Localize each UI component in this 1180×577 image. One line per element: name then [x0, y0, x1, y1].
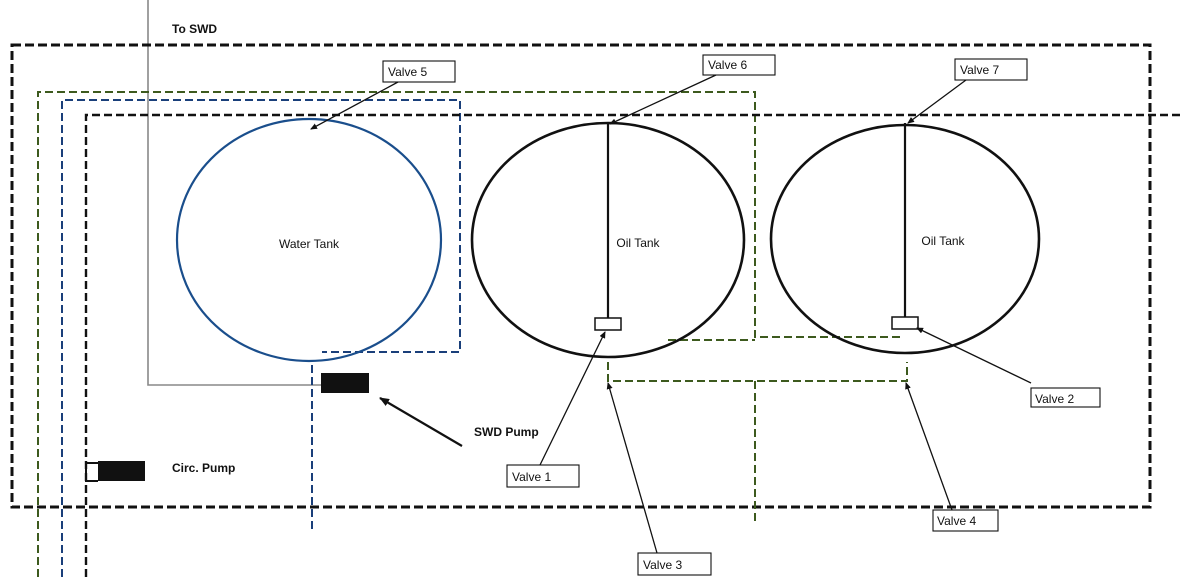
valve-7-callout: Valve 7	[907, 58, 1028, 124]
swd-pump-arrow	[379, 397, 463, 447]
oil-tank-2: Oil Tank	[769, 123, 1041, 355]
valve-1-leader	[539, 331, 606, 466]
valve-1-box	[506, 464, 580, 488]
valve-7-box	[954, 58, 1028, 81]
valve-4-box	[932, 509, 999, 532]
valve-7-leader	[907, 79, 967, 124]
valve-6-label: Valve 6	[708, 58, 747, 72]
oil-tank-1-intake	[594, 317, 622, 331]
oil-tank-1-label: Oil Tank	[616, 236, 660, 250]
to-swd-line	[147, 0, 322, 386]
oil-tank-2-label: Oil Tank	[921, 234, 965, 248]
valve-3-leader	[606, 382, 658, 554]
valve-2-callout: Valve 2	[916, 327, 1101, 408]
valve-4-callout: Valve 4	[905, 382, 999, 532]
to-swd-label: To SWD	[172, 22, 217, 36]
oil-tank-1: Oil Tank	[470, 121, 746, 359]
valve-5-box	[382, 60, 456, 83]
circ-pump-bracket	[85, 462, 98, 482]
oil-tank-2-intake	[891, 316, 919, 330]
valve-4-label: Valve 4	[937, 514, 976, 528]
circ-pump	[98, 461, 145, 481]
valve-3-callout: Valve 3	[606, 382, 712, 576]
valve-6-callout: Valve 6	[609, 54, 776, 125]
valve-4-leader	[905, 382, 953, 511]
valve-3-label: Valve 3	[643, 558, 682, 572]
valve-2-leader	[916, 327, 1032, 384]
valve-3-box	[637, 552, 712, 576]
valve-2-box	[1030, 387, 1101, 408]
green-line	[37, 91, 908, 577]
water-tank-label: Water Tank	[279, 237, 340, 251]
swd-pump	[321, 373, 369, 393]
valve-5-callout: Valve 5	[310, 60, 456, 130]
valve-6-leader	[609, 74, 717, 125]
valve-1-callout: Valve 1	[506, 331, 606, 488]
circ-pump-label: Circ. Pump	[172, 461, 235, 475]
inner-black-line	[84, 113, 1180, 577]
valve-6-box	[702, 54, 776, 76]
valve-7-label: Valve 7	[960, 63, 999, 77]
valve-2-label: Valve 2	[1035, 392, 1074, 406]
outer-black-loop	[10, 43, 1152, 509]
water-tank: Water Tank	[175, 117, 443, 363]
blue-line	[61, 99, 461, 577]
swd-pump-label: SWD Pump	[474, 425, 539, 439]
valve-5-leader	[310, 81, 399, 130]
valve-5-label: Valve 5	[388, 65, 427, 79]
water-tank-shape	[175, 117, 443, 363]
valve-1-label: Valve 1	[512, 470, 551, 484]
